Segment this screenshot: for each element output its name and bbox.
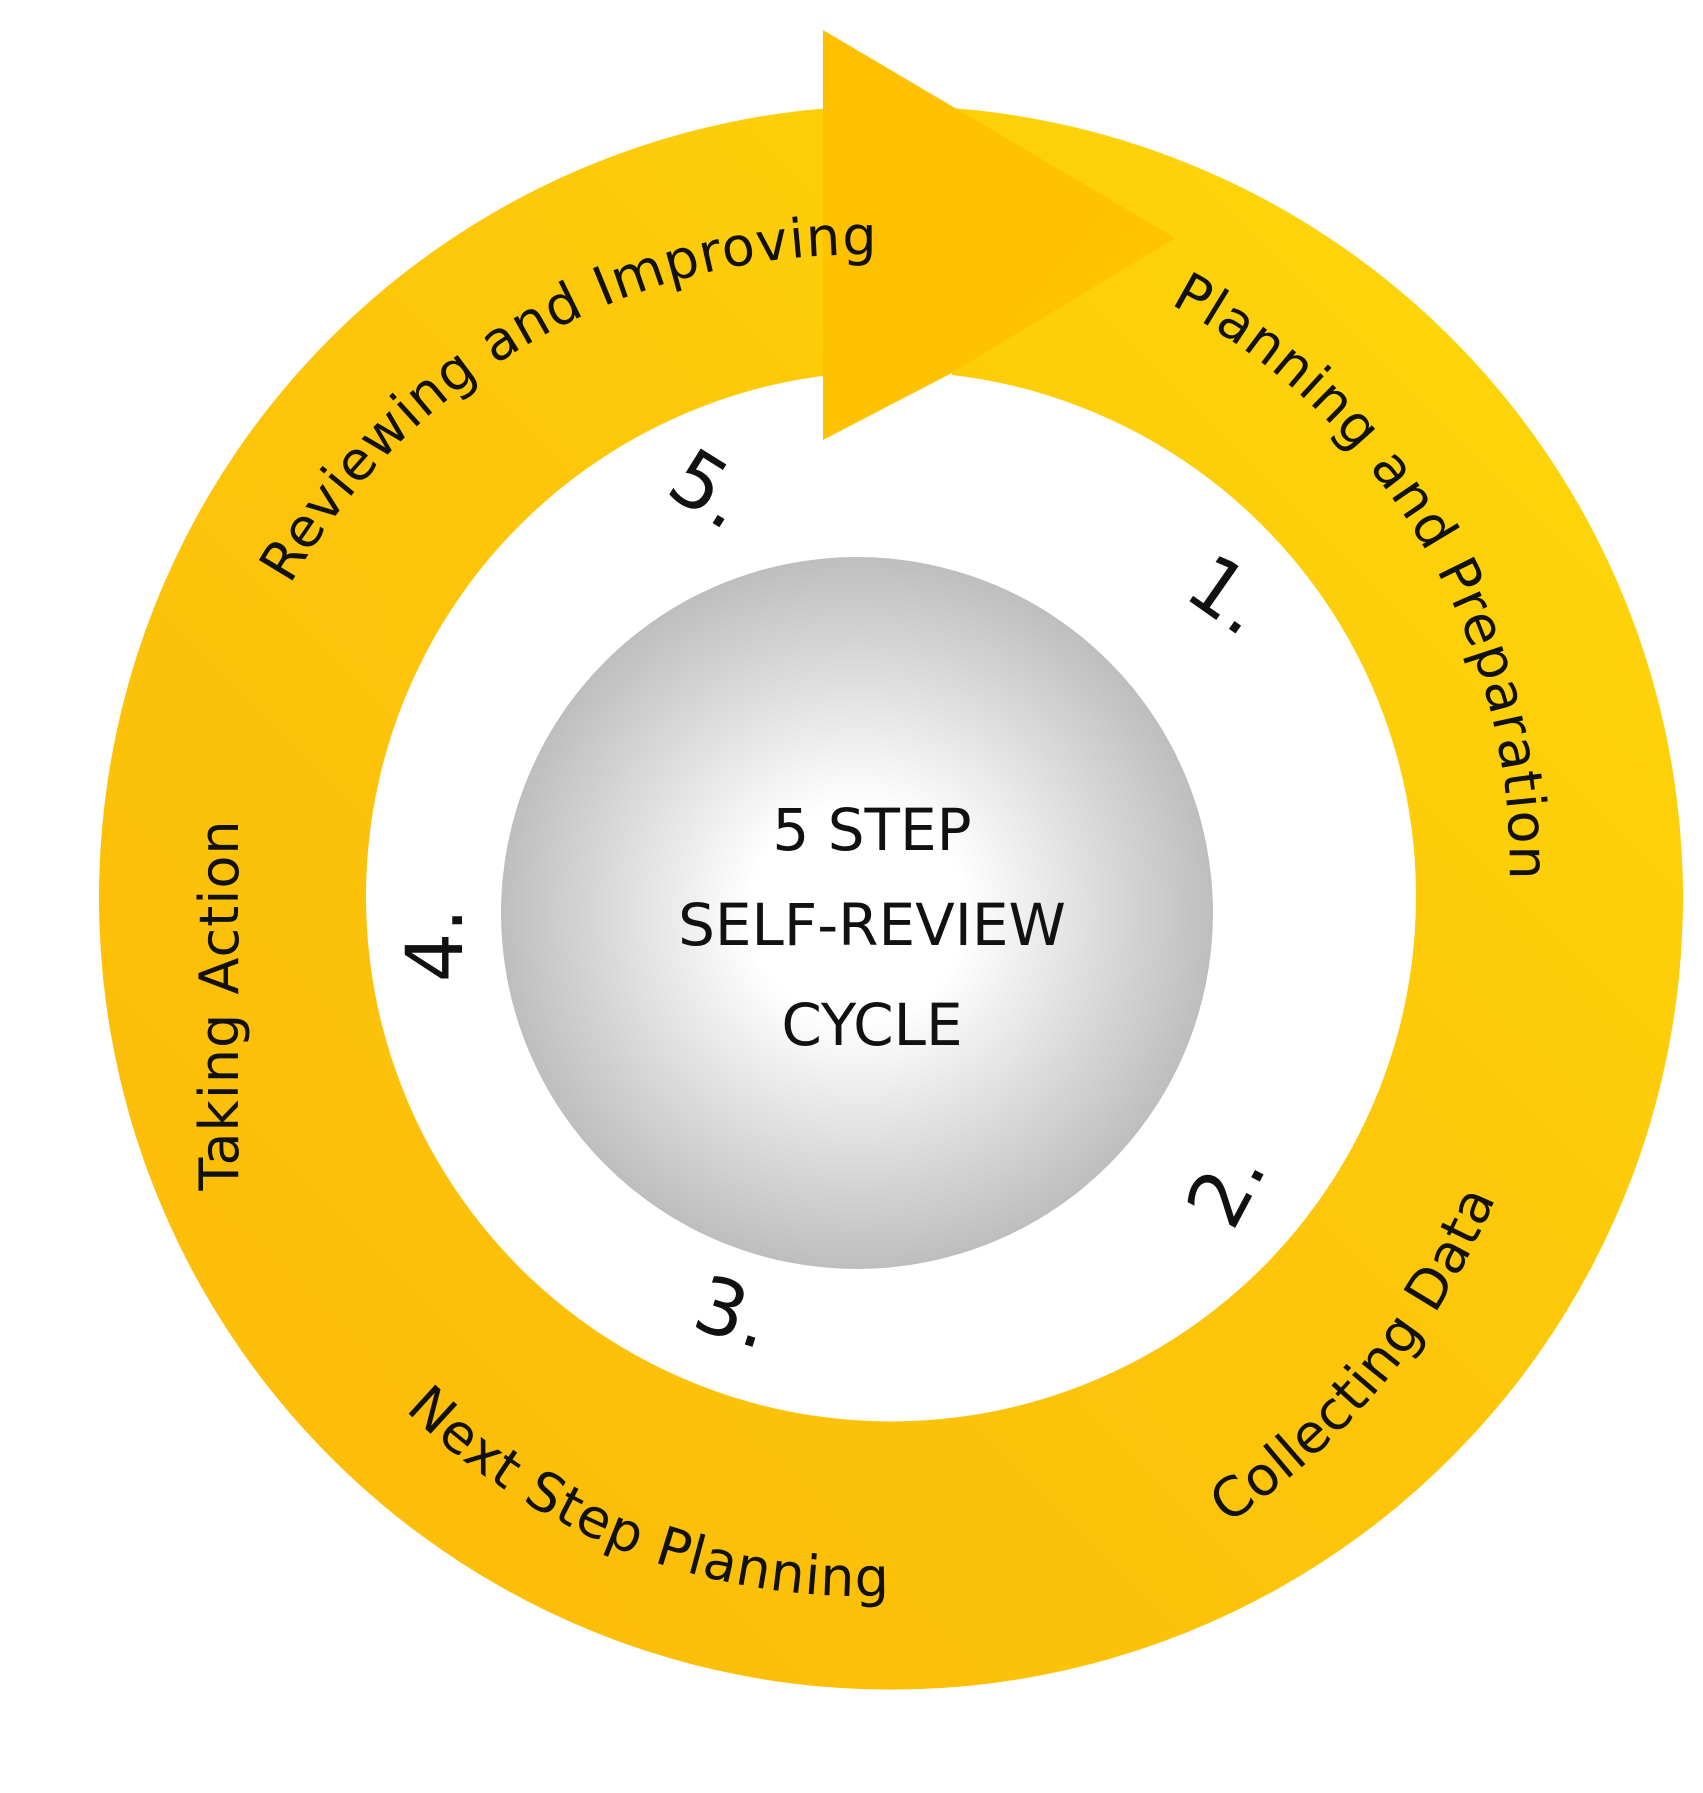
center-title: 5 STEP SELF-REVIEW CYCLE: [678, 796, 1066, 1059]
step-number-2: 2.: [1170, 1134, 1284, 1242]
cycle-ring: [98, 30, 1683, 1690]
center-circle: [501, 557, 1213, 1269]
center-title-line-2: SELF-REVIEW: [678, 891, 1066, 959]
step-label-taking-action: Taking Action: [188, 819, 251, 1191]
center-title-line-1: 5 STEP: [772, 796, 971, 864]
center-title-line-3: CYCLE: [781, 991, 962, 1059]
step-number-5: 5.: [653, 432, 764, 548]
step-number-3: 3.: [684, 1259, 783, 1368]
step-number-4: 4.: [391, 908, 481, 982]
ring-band: [98, 108, 1683, 1690]
cycle-arrow-head: [823, 30, 1175, 440]
step-number-1: 1.: [1171, 537, 1284, 653]
